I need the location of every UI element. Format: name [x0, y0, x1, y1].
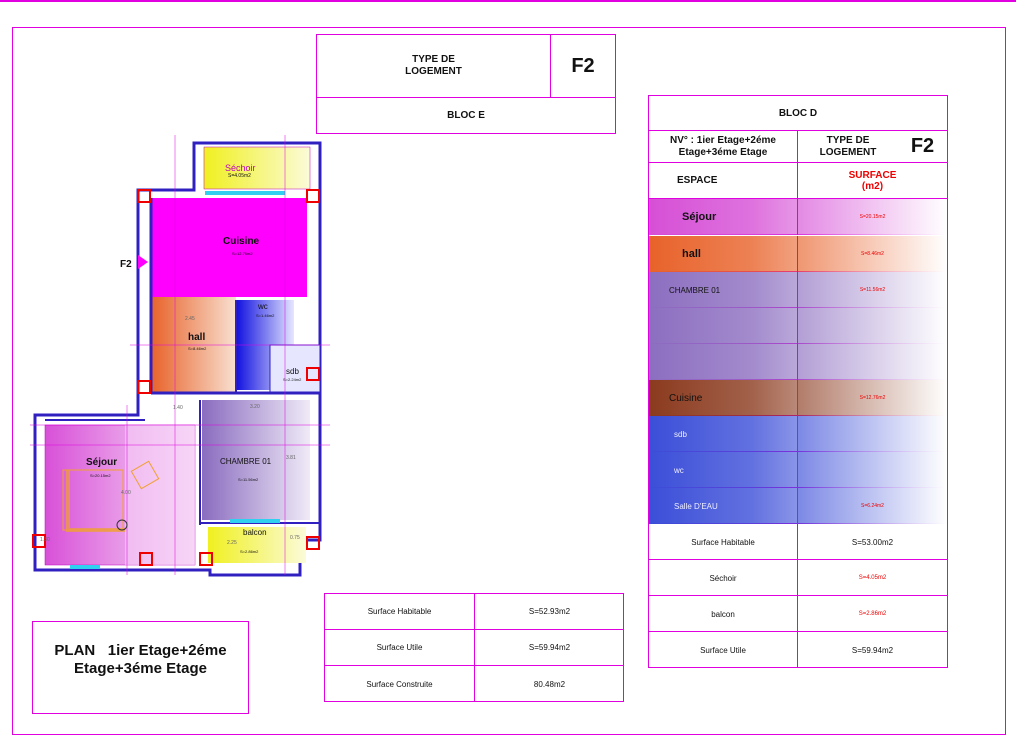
dim-label: 1.40 — [173, 405, 183, 411]
floor-plan: Séchoir S=4.05m2 Cuisine S=12.76m2 hall … — [30, 135, 330, 585]
bloc-d-row-value: S=6.24m2 — [798, 488, 947, 524]
bloc-d-row — [649, 308, 947, 344]
room-label-sechoir: Séchoir — [225, 163, 256, 173]
top-border-line — [0, 0, 1016, 2]
bloc-d-row-name: Salle D'EAU — [649, 488, 798, 524]
bloc-d-total-value: S=4.05m2 — [858, 575, 887, 581]
bloc-d-total-label: balcon — [649, 596, 798, 632]
dim-label: 1.30 — [40, 537, 50, 543]
summary-label: Surface Construite — [325, 666, 475, 702]
bloc-d-row-name: wc — [649, 452, 798, 488]
bloc-d-row: wc — [649, 452, 947, 488]
bloc-d-row-name: sdb — [649, 416, 798, 452]
bloc-d-row-name: Cuisine — [649, 380, 798, 416]
bloc-d-row-value: S=11.56m2 — [798, 272, 947, 308]
dim-label: 4.00 — [121, 490, 131, 496]
type-label: TYPE DE LOGEMENT — [317, 35, 551, 98]
room-label-wc: wc — [258, 302, 268, 311]
room-label-sejour: Séjour — [86, 457, 118, 468]
bloc-d-total-label: Séchoir — [649, 560, 798, 596]
type-value: F2 — [551, 35, 615, 98]
bloc-d-row-value: S=8.46m2 — [798, 236, 947, 272]
bloc-d-row-value: S=20.15m2 — [798, 199, 947, 235]
room-area-sdb: S=2.24m2 — [283, 377, 302, 382]
bloc-d-total-label: Surface Habitable — [649, 524, 798, 560]
summary-table: Surface Habitable S=52.93m2 Surface Util… — [324, 593, 624, 702]
room-label-hall: hall — [188, 332, 206, 343]
bloc-label: BLOC E — [447, 110, 485, 121]
bloc-d-total-label: Surface Utile — [649, 632, 798, 668]
room-area-cuisine: S=12.76m2 — [232, 251, 253, 256]
bloc-d-row-value — [798, 344, 947, 380]
plan-title-line1: PLAN 1ier Etage+2éme — [54, 642, 227, 659]
bloc-d-total-value: S=2.86m2 — [858, 611, 887, 617]
bloc-d-row: sdb — [649, 416, 947, 452]
room-label-cuisine: Cuisine — [223, 236, 260, 247]
bloc-d-table: BLOC D NV° : 1ier Etage+2éme Etage+3éme … — [648, 95, 948, 668]
bloc-d-row-name: hall — [649, 236, 798, 272]
room-label-chambre: CHAMBRE 01 — [220, 457, 272, 466]
room-area-hall: S=8.46m2 — [188, 346, 207, 351]
type-header-box: TYPE DE LOGEMENT F2 BLOC E — [316, 34, 616, 134]
dim-label: 3.20 — [250, 404, 260, 410]
room-area-sechoir: S=4.05m2 — [228, 173, 251, 179]
plan-title-box: PLAN 1ier Etage+2éme Etage+3éme Etage — [32, 621, 249, 714]
summary-label: Surface Utile — [325, 630, 475, 665]
bloc-d-row-name: CHAMBRE 01 — [649, 272, 798, 308]
room-area-balcon: S=2.86m2 — [240, 549, 259, 554]
summary-row: Surface Habitable S=52.93m2 — [325, 594, 624, 630]
bloc-d-row-name — [649, 344, 798, 380]
room-area-sejour: S=20.15m2 — [90, 473, 111, 478]
dim-label: 2.45 — [185, 316, 195, 322]
drawing-frame — [12, 27, 1006, 735]
bloc-d-total-row: Séchoir S=4.05m2 — [649, 560, 947, 596]
dim-label: 3.81 — [286, 455, 296, 461]
bloc-d-total-row: Surface Utile S=59.94m2 — [649, 632, 947, 668]
bloc-d-type-label: TYPE DE LOGEMENT — [798, 131, 898, 163]
bloc-d-total-row: balcon S=2.86m2 — [649, 596, 947, 632]
plan-title-line2: Etage+3éme Etage — [74, 660, 207, 677]
summary-value: S=52.93m2 — [528, 607, 571, 616]
bloc-d-row-value — [798, 416, 947, 452]
room-label-sdb: sdb — [286, 367, 299, 376]
summary-value: 80.48m2 — [533, 679, 566, 689]
bloc-d-row-value — [798, 308, 947, 344]
floor-plan-drawing — [30, 135, 330, 577]
summary-label: Surface Habitable — [325, 594, 475, 629]
bloc-d-row-value — [798, 452, 947, 488]
bloc-d-total-value: S=53.00m2 — [851, 537, 894, 547]
dim-label: 2.25 — [227, 540, 237, 546]
bloc-d-title: BLOC D — [649, 96, 947, 131]
room-area-wc: S=1.46m2 — [256, 313, 275, 318]
col-header-espace: ESPACE — [649, 163, 798, 199]
dim-label: 0.75 — [290, 535, 300, 541]
entry-label: F2 — [120, 259, 132, 270]
summary-row: Surface Utile S=59.94m2 — [325, 630, 624, 666]
bloc-d-total-value: S=59.94m2 — [851, 645, 894, 655]
bloc-d-row — [649, 344, 947, 380]
bloc-d-row-name: Séjour — [649, 199, 798, 235]
bloc-d-row-name — [649, 308, 798, 344]
col-header-surface: SURFACE (m2) — [798, 163, 947, 199]
bloc-d-type-value: F2 — [898, 131, 947, 163]
room-area-chambre: S=11.56m2 — [238, 477, 259, 482]
summary-row: Surface Construite 80.48m2 — [325, 666, 624, 702]
bloc-d-row-value: S=12.76m2 — [798, 380, 947, 416]
summary-value: S=59.94m2 — [528, 643, 571, 652]
bloc-d-total-row: Surface Habitable S=53.00m2 — [649, 524, 947, 560]
bloc-d-level: NV° : 1ier Etage+2éme Etage+3éme Etage — [649, 131, 798, 163]
room-label-balcon: balcon — [243, 528, 267, 537]
